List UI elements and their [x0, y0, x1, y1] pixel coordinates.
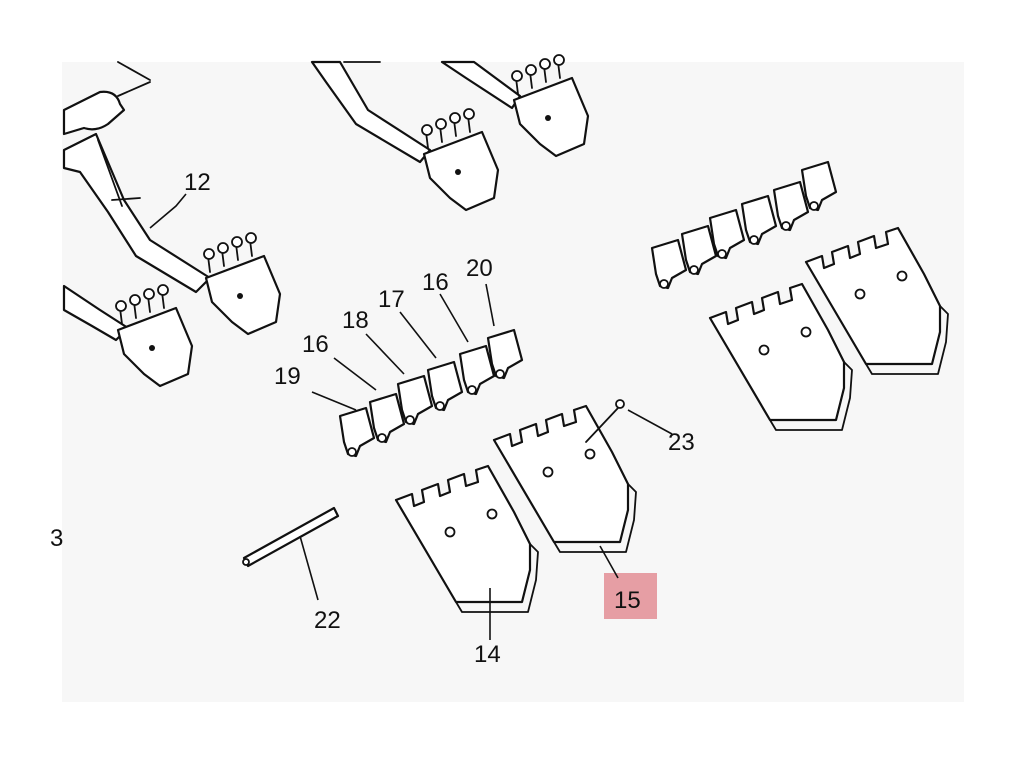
callout-22[interactable]: 22	[314, 607, 341, 634]
callout-14[interactable]: 14	[474, 641, 501, 668]
blades-right	[708, 226, 950, 432]
callout-16a[interactable]: 16	[302, 331, 329, 358]
blade-14	[394, 464, 540, 614]
teeth-row-center	[338, 328, 524, 458]
pin-22	[242, 506, 340, 568]
leader-lines	[149, 193, 673, 640]
callout-23[interactable]: 23	[668, 429, 695, 456]
callout-19[interactable]: 19	[274, 363, 301, 390]
screw-23	[585, 399, 625, 443]
arm-top-right	[440, 53, 590, 158]
callout-20[interactable]: 20	[466, 255, 493, 282]
arm-top-center	[310, 60, 500, 212]
callout-18[interactable]: 18	[342, 307, 369, 334]
arm-12	[62, 61, 282, 336]
highlight-callout-15[interactable]	[604, 573, 657, 619]
callout-labels: 12 14 15 16 16 17 18 19 20 22 23 3	[50, 169, 695, 668]
arm-lower-left	[62, 283, 194, 388]
teeth-cluster-right	[650, 160, 838, 290]
callout-16b[interactable]: 16	[422, 269, 449, 296]
callout-15[interactable]: 15	[614, 587, 641, 614]
callout-17[interactable]: 17	[378, 286, 405, 313]
callout-12[interactable]: 12	[184, 169, 211, 196]
edge-mark: 3	[50, 525, 63, 552]
